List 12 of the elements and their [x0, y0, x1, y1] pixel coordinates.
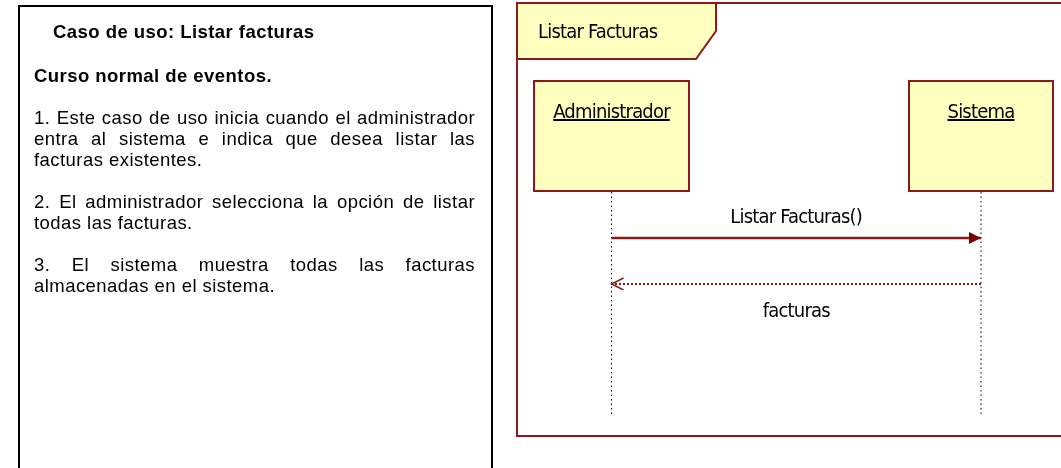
- subheading: Curso normal de eventos.: [34, 65, 273, 86]
- sequence-frame: [516, 2, 1061, 437]
- step-text: 3. El sistema muestra todas las facturas almacenadas en el sistema.: [34, 254, 475, 296]
- message-arrow: [611, 232, 981, 244]
- participant-box: Sistema: [908, 80, 1054, 192]
- step-text: 1. Este caso de uso inicia cuando el administrador entra al sistema e indica que desea listar las facturas existentes.: [34, 107, 475, 170]
- message-arrow: [610, 277, 982, 291]
- step-text: 2. El administrador selecciona la opción de listar todas las facturas.: [34, 191, 475, 233]
- participant-box: Administrador: [533, 80, 690, 192]
- heading: Caso de uso: Listar facturas: [53, 21, 316, 42]
- use-case-panel: [18, 5, 493, 468]
- frame-title-tab: Listar Facturas: [516, 2, 717, 60]
